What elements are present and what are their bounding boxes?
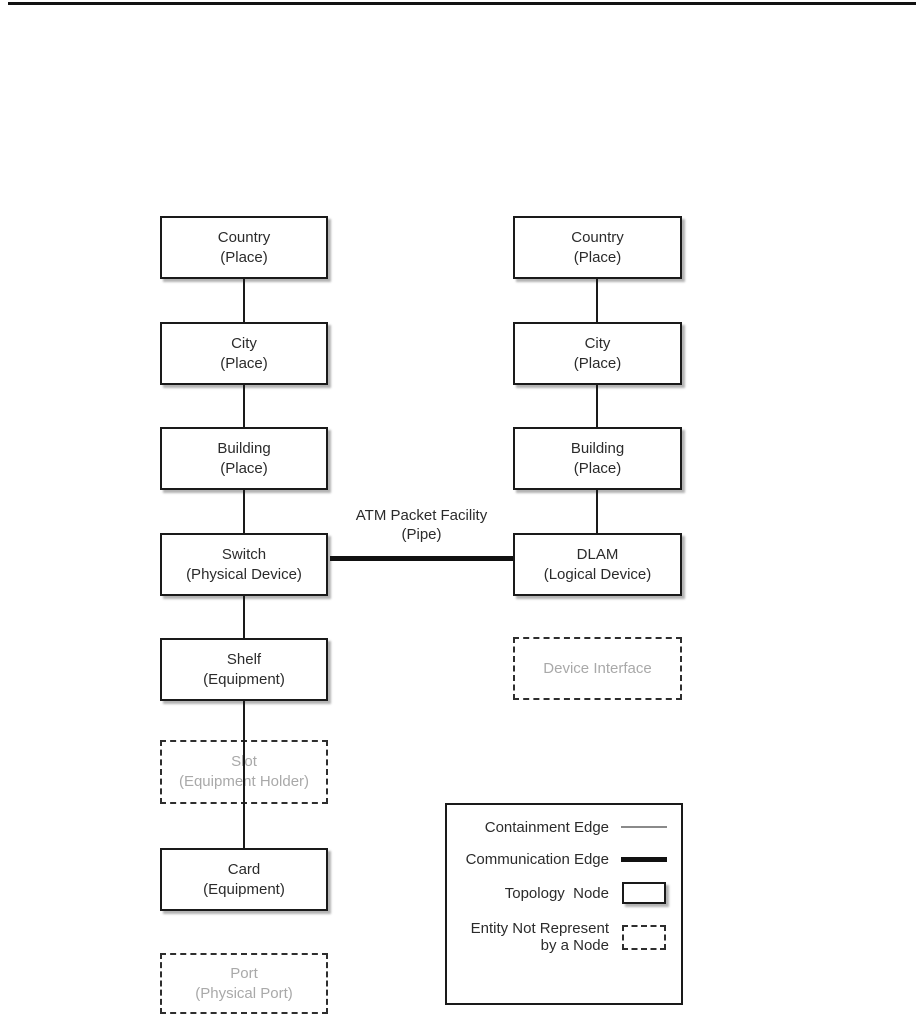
node-title: Switch [221, 545, 267, 563]
node-subtitle: (Place) [573, 248, 622, 266]
legend-box: Containment Edge Communication Edge Topo… [445, 803, 683, 1005]
pipe-label: ATM Packet Facility (Pipe) [330, 506, 513, 544]
topology-node-sample [621, 882, 667, 904]
node-subtitle: (Physical Port) [195, 984, 293, 1002]
containment-edge [596, 385, 598, 427]
node-device-interface: Device Interface [513, 637, 682, 700]
node-subtitle: (Place) [573, 459, 622, 477]
node-card: Card (Equipment) [160, 848, 328, 911]
node-title: DLAM [576, 545, 619, 563]
communication-edge-sample [621, 856, 667, 862]
legend-row-communication: Communication Edge [457, 848, 667, 870]
containment-edge [243, 701, 245, 848]
node-title: Country [571, 228, 624, 246]
node-title: Country [217, 228, 271, 246]
node-subtitle: (Place) [220, 459, 268, 477]
node-city-right: City (Place) [513, 322, 682, 385]
node-port: Port (Physical Port) [160, 953, 328, 1014]
node-title: Device Interface [543, 659, 652, 677]
containment-edge [243, 490, 245, 533]
containment-edge [243, 385, 245, 427]
node-country-right: Country (Place) [513, 216, 682, 279]
legend-label: Containment Edge [484, 818, 609, 836]
containment-edge [243, 279, 245, 322]
pipe-label-line1: ATM Packet Facility [355, 507, 488, 524]
node-title: City [584, 334, 611, 352]
node-title: Shelf [226, 650, 262, 668]
top-rule [8, 2, 916, 5]
node-country-left: Country (Place) [160, 216, 328, 279]
node-subtitle: (Logical Device) [543, 565, 652, 583]
legend-label-line1: Entity Not Represent [470, 920, 609, 937]
communication-edge [330, 556, 513, 561]
legend-row-containment: Containment Edge [457, 816, 667, 838]
legend-label: Communication Edge [465, 850, 609, 868]
pipe-label-line2: (Pipe) [401, 526, 442, 543]
node-building-left: Building (Place) [160, 427, 328, 490]
node-subtitle: (Place) [220, 354, 268, 372]
node-dlam: DLAM (Logical Device) [513, 533, 682, 596]
node-switch: Switch (Physical Device) [160, 533, 328, 596]
legend-label: Topology Node [504, 884, 609, 902]
node-subtitle: (Equipment) [203, 880, 285, 898]
node-subtitle: (Place) [573, 354, 622, 372]
node-title: Building [217, 439, 271, 457]
node-city-left: City (Place) [160, 322, 328, 385]
containment-edge [596, 490, 598, 533]
node-title: Card [227, 860, 261, 878]
node-title: Port [230, 964, 258, 982]
node-shelf: Shelf (Equipment) [160, 638, 328, 701]
containment-edge [596, 279, 598, 322]
node-title: City [231, 334, 257, 352]
node-title: Building [570, 439, 625, 457]
legend-row-topology-node: Topology Node [457, 878, 667, 908]
containment-edge-sample [621, 826, 667, 828]
node-subtitle: (Equipment) [203, 670, 285, 688]
node-subtitle: (Physical Device) [186, 565, 302, 583]
legend-label-line2: by a Node [540, 937, 609, 954]
node-building-right: Building (Place) [513, 427, 682, 490]
node-subtitle: (Place) [220, 248, 268, 266]
containment-edge [243, 596, 245, 638]
dashed-node-sample [621, 924, 667, 950]
